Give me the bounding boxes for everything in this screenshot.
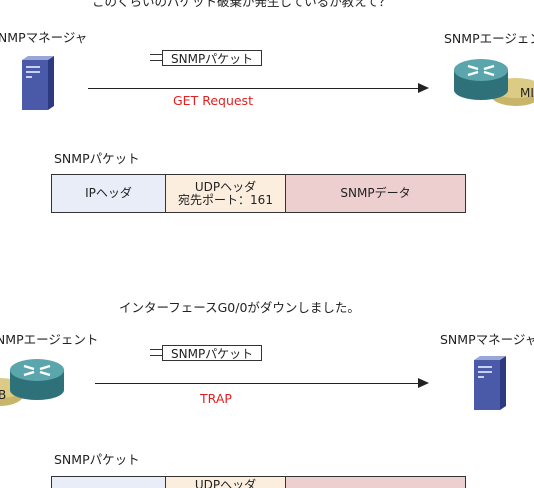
server-icon — [474, 356, 506, 410]
trap-arrow-head — [418, 378, 429, 388]
ip-header-cell — [51, 476, 166, 488]
request-arrow-head — [418, 83, 429, 93]
udp-header-label: UDPヘッダ — [194, 179, 257, 194]
packet-tag-lines — [150, 349, 164, 361]
server-icon — [22, 56, 54, 110]
router-icon — [454, 59, 534, 106]
request-arrow — [88, 88, 418, 89]
snmp-data-cell — [285, 476, 466, 488]
udp-header-label: UDPヘッダ — [194, 478, 257, 488]
scene2-right-label: SNMPマネージャ — [440, 332, 534, 347]
scene2-caption: インターフェースG0/0がダウンしました。 — [119, 300, 360, 315]
message-label: GET Request — [173, 93, 253, 108]
snmp-data-cell: SNMPデータ — [285, 174, 466, 213]
structure-title: SNMPパケット — [54, 452, 140, 467]
scene1-left-label: SNMPマネージャ — [0, 30, 88, 45]
scene1-right-label: SNMPエージェント — [444, 31, 534, 46]
mib-label: MI — [520, 86, 534, 100]
packet-tag: SNMPパケット — [162, 345, 263, 361]
udp-port-label: 宛先ポート：161 — [178, 192, 273, 207]
top-caption: このくらいのパケット破棄が発生しているか教えて？ — [92, 0, 392, 9]
trap-arrow — [95, 383, 418, 384]
message-label: TRAP — [200, 391, 232, 406]
ip-header-cell: IPヘッダ — [51, 174, 166, 213]
udp-header-cell: UDPヘッダ 宛先ポート：161 — [165, 174, 286, 213]
mib-label: B — [0, 388, 7, 402]
scene2-left-label: SNMPエージェント — [0, 332, 99, 347]
structure-title: SNMPパケット — [54, 151, 140, 166]
packet-tag: SNMPパケット — [162, 50, 263, 66]
router-icon — [0, 359, 64, 406]
packet-tag-lines — [150, 54, 164, 66]
udp-header-cell: UDPヘッダ — [165, 476, 286, 488]
